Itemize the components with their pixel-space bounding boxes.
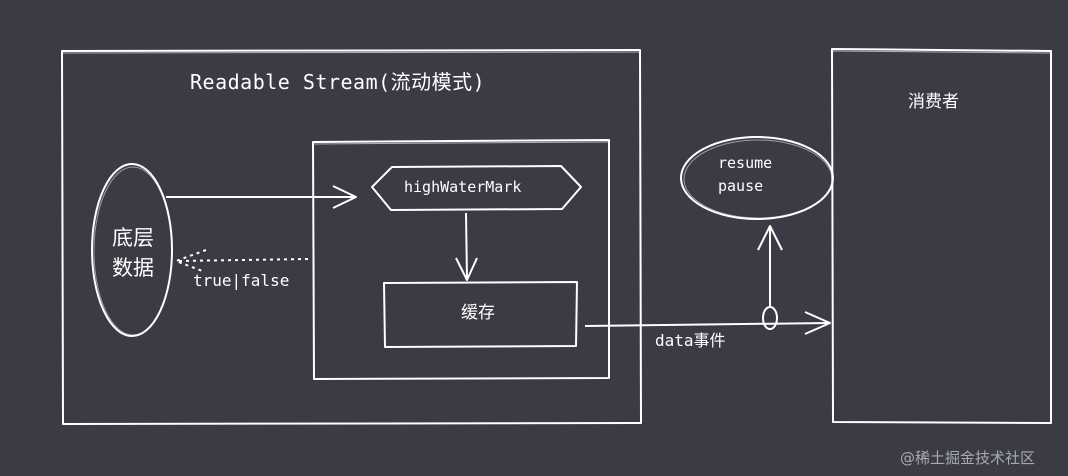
consumer-box <box>830 48 1052 424</box>
write-arrow <box>166 185 357 209</box>
source-label-line1: 底层 <box>112 226 154 250</box>
buffer-box <box>383 281 578 348</box>
readable-stream-box <box>60 49 642 425</box>
return-value-label: true|false <box>193 271 290 290</box>
inner-stream-box <box>311 139 610 380</box>
high-water-mark-label: highWaterMark <box>404 178 522 196</box>
high-water-mark-diamond <box>371 165 582 211</box>
return-arrow <box>173 249 309 273</box>
control-arrow <box>757 225 783 330</box>
buffer-label: 缓存 <box>461 303 495 323</box>
watermark: @稀土掘金技术社区 <box>900 449 1036 467</box>
data-event-label: data事件 <box>655 331 726 350</box>
control-ellipse <box>680 136 834 220</box>
diagram-title: Readable Stream(流动模式) <box>190 70 486 94</box>
resume-label: resume <box>718 154 773 172</box>
source-label-line2: 数据 <box>112 256 154 280</box>
data-event-arrow <box>584 311 831 335</box>
pause-label: pause <box>718 177 764 195</box>
source-ellipse <box>91 163 173 337</box>
consumer-label: 消费者 <box>908 92 959 112</box>
down-arrow <box>455 212 478 281</box>
